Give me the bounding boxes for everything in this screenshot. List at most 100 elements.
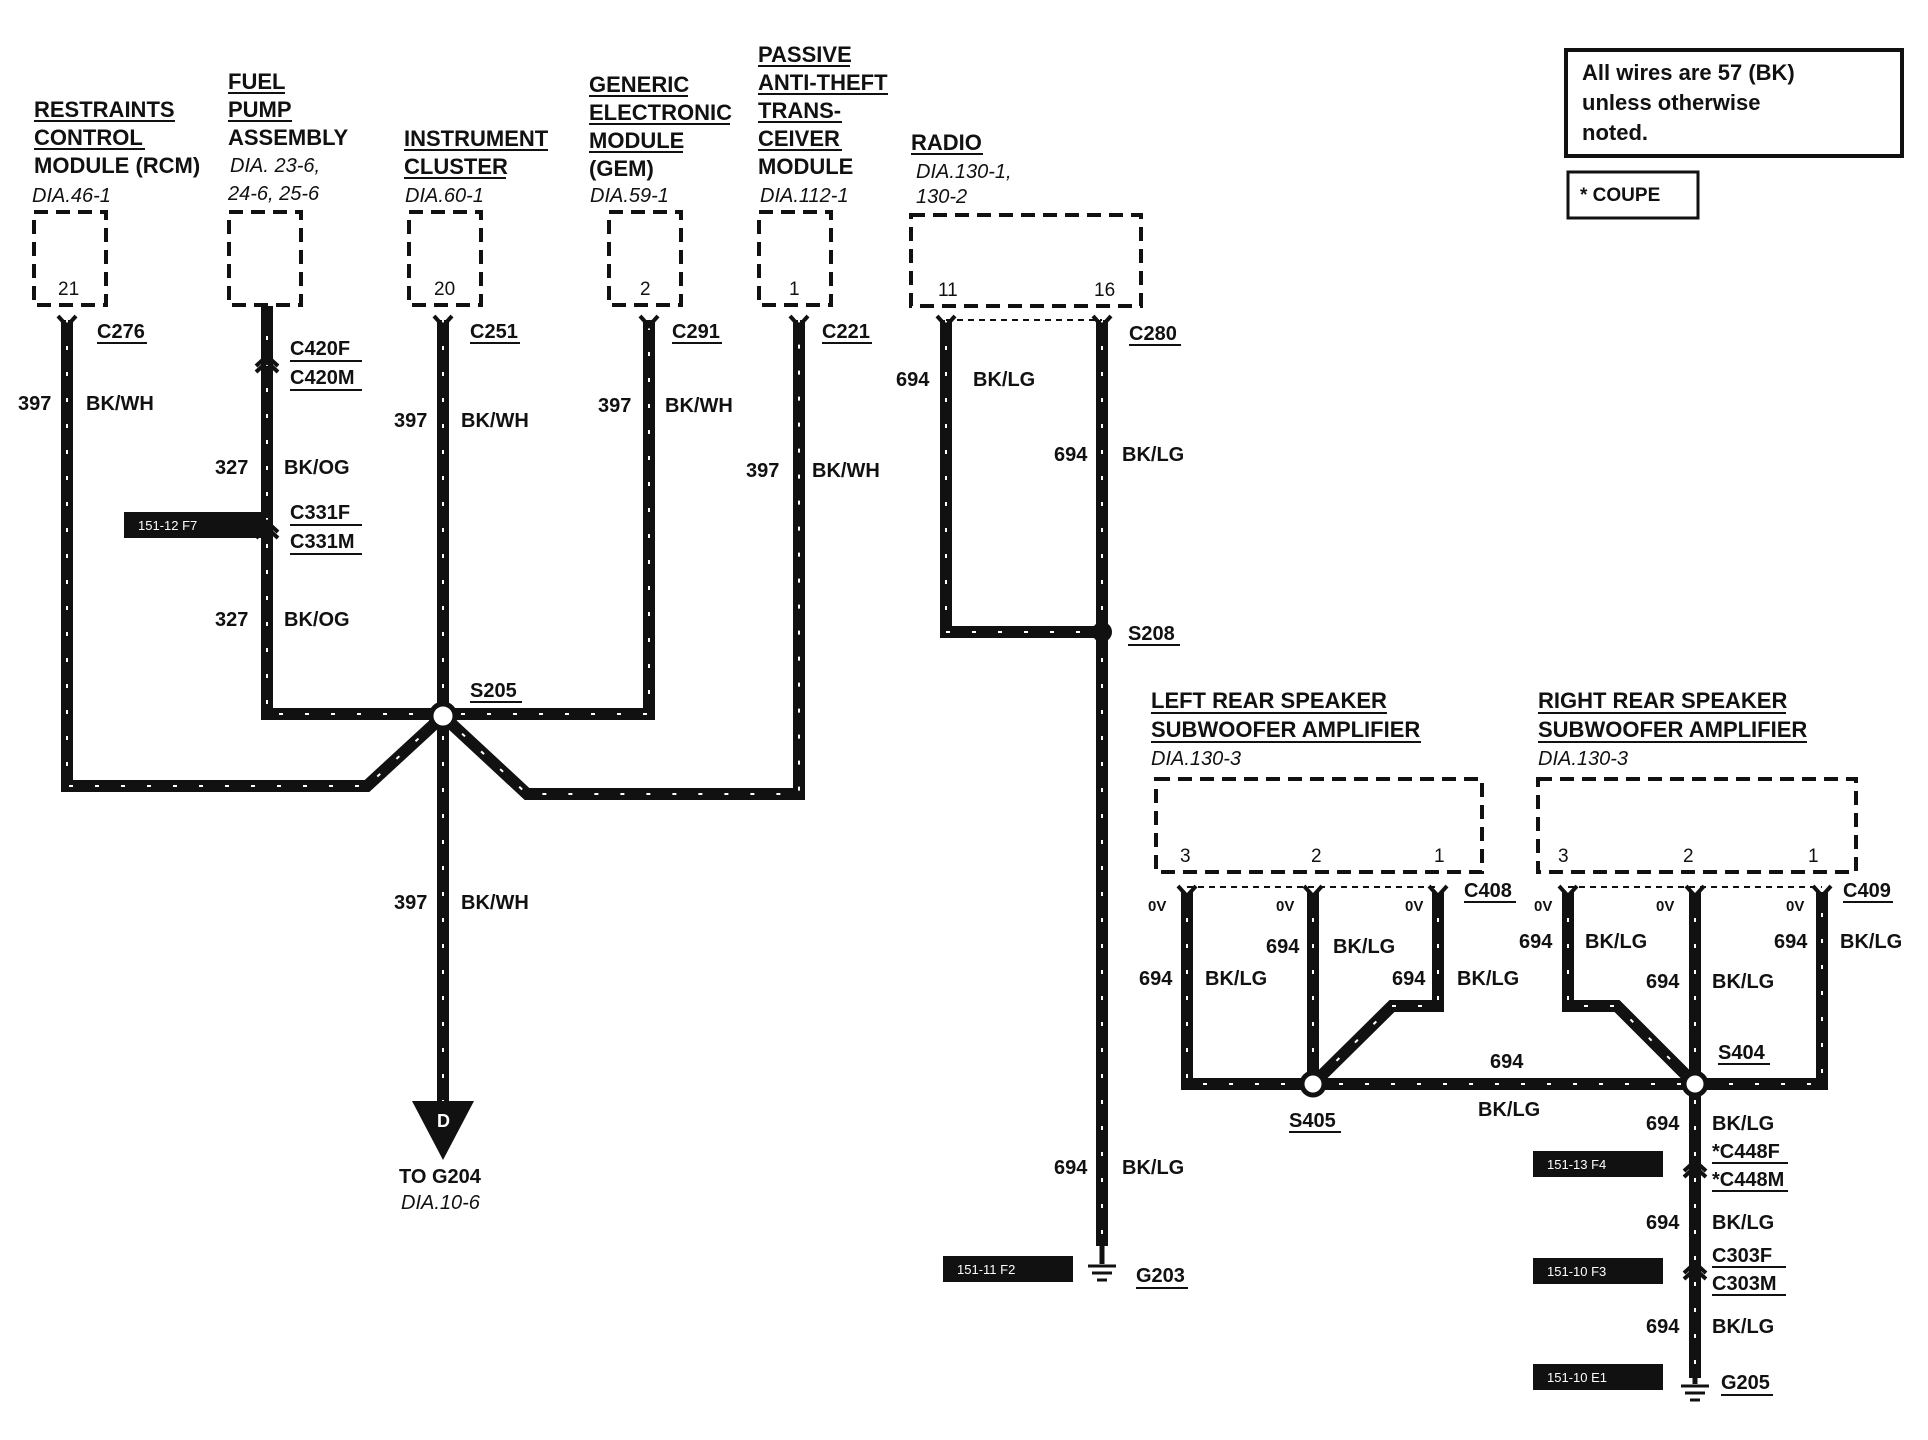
- c303-ref-badge: [1533, 1258, 1663, 1284]
- g203-ref: 151-11 F2: [957, 1262, 1015, 1277]
- c303f-label: C303F: [1712, 1245, 1772, 1267]
- radio-wire-11-num: 694: [896, 369, 930, 391]
- left-amp-label-2: SUBWOOFER AMPLIFIER: [1151, 717, 1420, 742]
- rcm-label-2: CONTROL: [34, 125, 143, 150]
- right-amp-label-1: RIGHT REAR SPEAKER: [1538, 688, 1787, 713]
- pats-pin: 1: [789, 279, 800, 300]
- fuel-conn-c331m: C331M: [290, 531, 354, 553]
- gem-dia: DIA.59-1: [590, 185, 669, 207]
- pats-dia: DIA.112-1: [760, 185, 849, 207]
- c331-connector-icon: [254, 519, 280, 540]
- pats-label-1: PASSIVE: [758, 42, 852, 67]
- g204-arrow-icon: [412, 1101, 474, 1160]
- c448-ref: 151-13 F4: [1547, 1157, 1606, 1172]
- rcm-conn: C276: [97, 321, 145, 343]
- pats-wire-color: BK/WH: [812, 460, 880, 482]
- left-pin1-wire-color: BK/LG: [1457, 968, 1519, 990]
- g204-label: TO G204: [399, 1166, 482, 1188]
- right-amp-pin-2: 2: [1683, 846, 1694, 867]
- c251-fork: [432, 314, 454, 329]
- fuel-conn-c331f: C331F: [290, 502, 350, 524]
- gem-pin: 2: [640, 279, 651, 300]
- left-amp-pin-1: 1: [1434, 846, 1445, 867]
- c448f-label: *C448F: [1712, 1141, 1780, 1163]
- radio-pin-16: 16: [1094, 280, 1115, 301]
- left-amp-dia: DIA.130-3: [1151, 748, 1241, 770]
- radio-wire-16-color: BK/LG: [1122, 444, 1184, 466]
- g205-wire-color-1: BK/LG: [1712, 1113, 1774, 1135]
- radio-wire-harness: [940, 320, 1108, 1246]
- radio-wire-11-color: BK/LG: [973, 369, 1035, 391]
- left-amp-label-1: LEFT REAR SPEAKER: [1151, 688, 1387, 713]
- coupe-note: * COUPE: [1580, 185, 1660, 206]
- g203-wire-color: BK/LG: [1122, 1157, 1184, 1179]
- note-line-1: All wires are 57 (BK): [1582, 60, 1795, 85]
- right-amp-pin1-fork: [1811, 884, 1833, 899]
- cluster-label-2: CLUSTER: [404, 154, 508, 179]
- left-pin1-volt: 0V: [1405, 898, 1423, 915]
- rcm-pin: 21: [58, 279, 79, 300]
- left-amp-pin1-fork: [1427, 884, 1449, 899]
- left-pin2-wire-num: 694: [1266, 936, 1300, 958]
- ground-wire-color: BK/WH: [461, 892, 529, 914]
- left-pin3-wire-color: BK/LG: [1205, 968, 1267, 990]
- right-amp-pin2-fork: [1684, 884, 1706, 899]
- s404-label: S404: [1718, 1042, 1766, 1064]
- fuel-wire-color-2: BK/OG: [284, 609, 350, 631]
- fuel-conn-c420m: C420M: [290, 367, 354, 389]
- right-pin3-volt: 0V: [1534, 898, 1552, 915]
- note-box: [1564, 48, 1904, 158]
- gem-label-2: ELECTRONIC: [589, 100, 732, 125]
- rcm-box: [32, 210, 108, 307]
- fuel-label-3: ASSEMBLY: [228, 125, 349, 150]
- c221-fork: [788, 314, 810, 329]
- g205-wire-color-3: BK/LG: [1712, 1316, 1774, 1338]
- right-pin1-wire-num: 694: [1774, 931, 1808, 953]
- fuel-label-1: FUEL: [228, 69, 285, 94]
- radio-dia-2: 130-2: [916, 186, 967, 208]
- fuel-dia-2: 24-6, 25-6: [227, 183, 320, 205]
- left-amp-pin-3: 3: [1180, 846, 1191, 867]
- fuel-dia-1: DIA. 23-6,: [230, 155, 320, 177]
- pats-label-4: CEIVER: [758, 126, 840, 151]
- g205-ref: 151-10 E1: [1547, 1370, 1607, 1385]
- fuel-ref: 151-12 F7: [138, 518, 197, 533]
- rcm-dia: DIA.46-1: [32, 185, 111, 207]
- left-pin3-volt: 0V: [1148, 898, 1166, 915]
- left-pin1-wire-num: 694: [1392, 968, 1426, 990]
- right-pin1-volt: 0V: [1786, 898, 1804, 915]
- right-amp-label-2: SUBWOOFER AMPLIFIER: [1538, 717, 1807, 742]
- gem-label-4: (GEM): [589, 156, 654, 181]
- cluster-label-1: INSTRUMENT: [404, 126, 549, 151]
- left-amp-conn: C408: [1464, 880, 1512, 902]
- c276-fork: [56, 314, 78, 329]
- s404-splice: [1681, 1070, 1709, 1098]
- g205-wire-color-2: BK/LG: [1712, 1212, 1774, 1234]
- pats-label-3: TRANS-: [758, 98, 841, 123]
- note-line-3: noted.: [1582, 120, 1648, 145]
- s208-splice: [1092, 622, 1112, 642]
- fuel-wire-color-1: BK/OG: [284, 457, 350, 479]
- left-pin3-wire-num: 694: [1139, 968, 1173, 990]
- pats-wire-num: 397: [746, 460, 779, 482]
- fuel-label-2: PUMP: [228, 97, 292, 122]
- right-amp-pin-1: 1: [1808, 846, 1819, 867]
- gem-box: [607, 210, 683, 307]
- pats-label-5: MODULE: [758, 154, 853, 179]
- left-amp-pin3-fork: [1176, 884, 1198, 899]
- g204-arrow-letter: D: [437, 1111, 450, 1131]
- right-amp-pin3-fork: [1557, 884, 1579, 899]
- gem-conn: C291: [672, 321, 720, 343]
- c448-connector-icon: [1682, 1158, 1708, 1179]
- gem-label-1: GENERIC: [589, 72, 689, 97]
- c420-connector-icon: [254, 353, 280, 374]
- rcm-label-1: RESTRAINTS: [34, 97, 175, 122]
- left-amp-pin-2: 2: [1311, 846, 1322, 867]
- right-pin3-wire-color: BK/LG: [1585, 931, 1647, 953]
- gem-wire-color: BK/WH: [665, 395, 733, 417]
- splice-link-wire-color: BK/LG: [1478, 1099, 1540, 1121]
- pats-label-2: ANTI-THEFT: [758, 70, 888, 95]
- left-amp-pin2-fork: [1302, 884, 1324, 899]
- c291-fork: [638, 314, 660, 329]
